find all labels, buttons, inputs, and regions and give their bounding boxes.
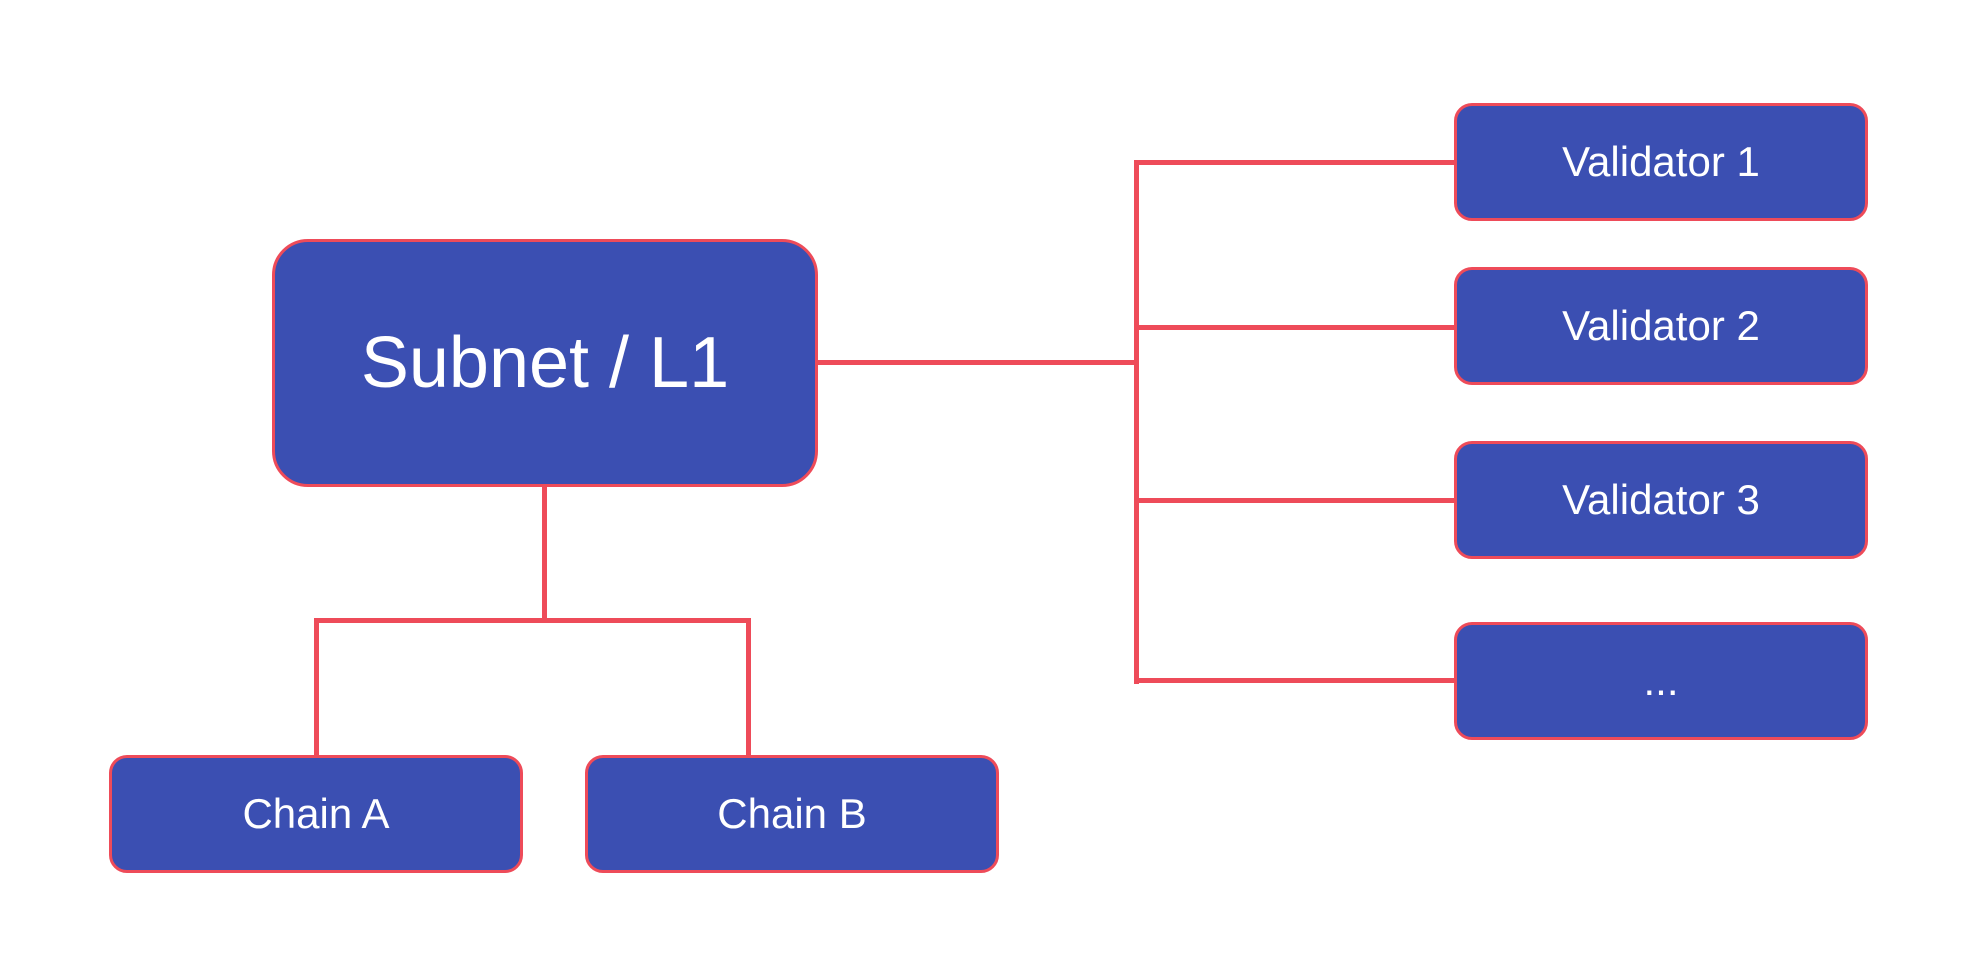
connector-subnet-to-trunk [818,360,1138,365]
connector-validator-trunk [1134,160,1139,684]
node-validator-1: Validator 1 [1454,103,1868,221]
node-chain-a-label: Chain A [242,790,390,837]
node-validator-3: Validator 3 [1454,441,1868,559]
node-validator-1-label: Validator 1 [1562,138,1760,185]
node-subnet-l1-label: Subnet / L1 [360,323,730,403]
connector-crossbar-to-chain-b [746,618,751,755]
node-validator-3-label: Validator 3 [1562,476,1760,523]
connector-trunk-to-validator1 [1134,160,1456,165]
node-validator-more-label: ... [1643,657,1679,704]
node-validator-2: Validator 2 [1454,267,1868,385]
connector-trunk-to-validator2 [1134,325,1456,330]
node-validator-more: ... [1454,622,1868,740]
node-validator-2-label: Validator 2 [1562,302,1760,349]
node-chain-b: Chain B [585,755,999,873]
connector-crossbar-to-chain-a [314,618,319,755]
connector-subnet-down [542,487,547,623]
node-chain-b-label: Chain B [717,790,867,837]
connector-chain-crossbar [314,618,751,623]
connector-trunk-to-validator3 [1134,498,1456,503]
node-subnet-l1: Subnet / L1 [272,239,818,487]
connector-trunk-to-validator-more [1134,678,1456,683]
node-chain-a: Chain A [109,755,523,873]
